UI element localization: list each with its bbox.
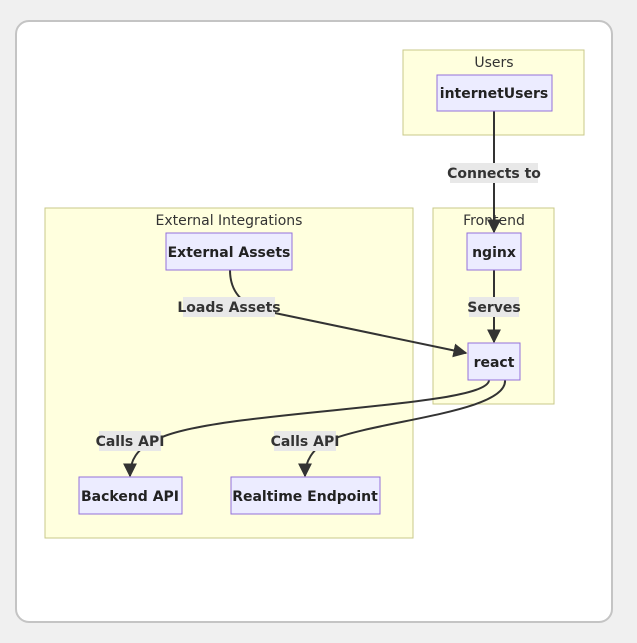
svg-text:Connects to: Connects to <box>447 166 541 182</box>
svg-text:react: react <box>474 355 515 371</box>
node-nginx[interactable]: nginx <box>466 232 522 271</box>
cluster-users-title: Users <box>474 55 513 71</box>
svg-text:Realtime Endpoint: Realtime Endpoint <box>232 489 378 505</box>
edge-calls-api-backend <box>123 379 490 478</box>
node-react[interactable]: react <box>467 342 521 381</box>
svg-text:internetUsers: internetUsers <box>440 86 548 102</box>
svg-text:Backend API: Backend API <box>81 489 179 505</box>
svg-text:External Assets: External Assets <box>168 245 291 261</box>
svg-text:Calls API: Calls API <box>96 434 165 450</box>
svg-text:nginx: nginx <box>472 245 516 261</box>
edge-label-loads-assets: Loads Assets <box>177 297 281 317</box>
edge-label-serves: Serves <box>467 297 521 317</box>
node-internet-users[interactable]: internetUsers <box>436 74 553 112</box>
svg-text:Serves: Serves <box>467 300 520 316</box>
edge-calls-api-realtime <box>298 379 507 478</box>
node-realtime-endpoint[interactable]: Realtime Endpoint <box>230 476 381 515</box>
edge-label-calls-api-backend: Calls API <box>96 431 165 451</box>
node-backend-api[interactable]: Backend API <box>78 476 183 515</box>
node-external-assets[interactable]: External Assets <box>165 232 293 271</box>
svg-text:Calls API: Calls API <box>271 434 340 450</box>
edge-label-connects-to: Connects to <box>447 163 541 183</box>
cluster-external-title: External Integrations <box>156 213 303 229</box>
edge-label-calls-api-realtime: Calls API <box>271 431 340 451</box>
svg-text:Loads Assets: Loads Assets <box>177 300 280 316</box>
